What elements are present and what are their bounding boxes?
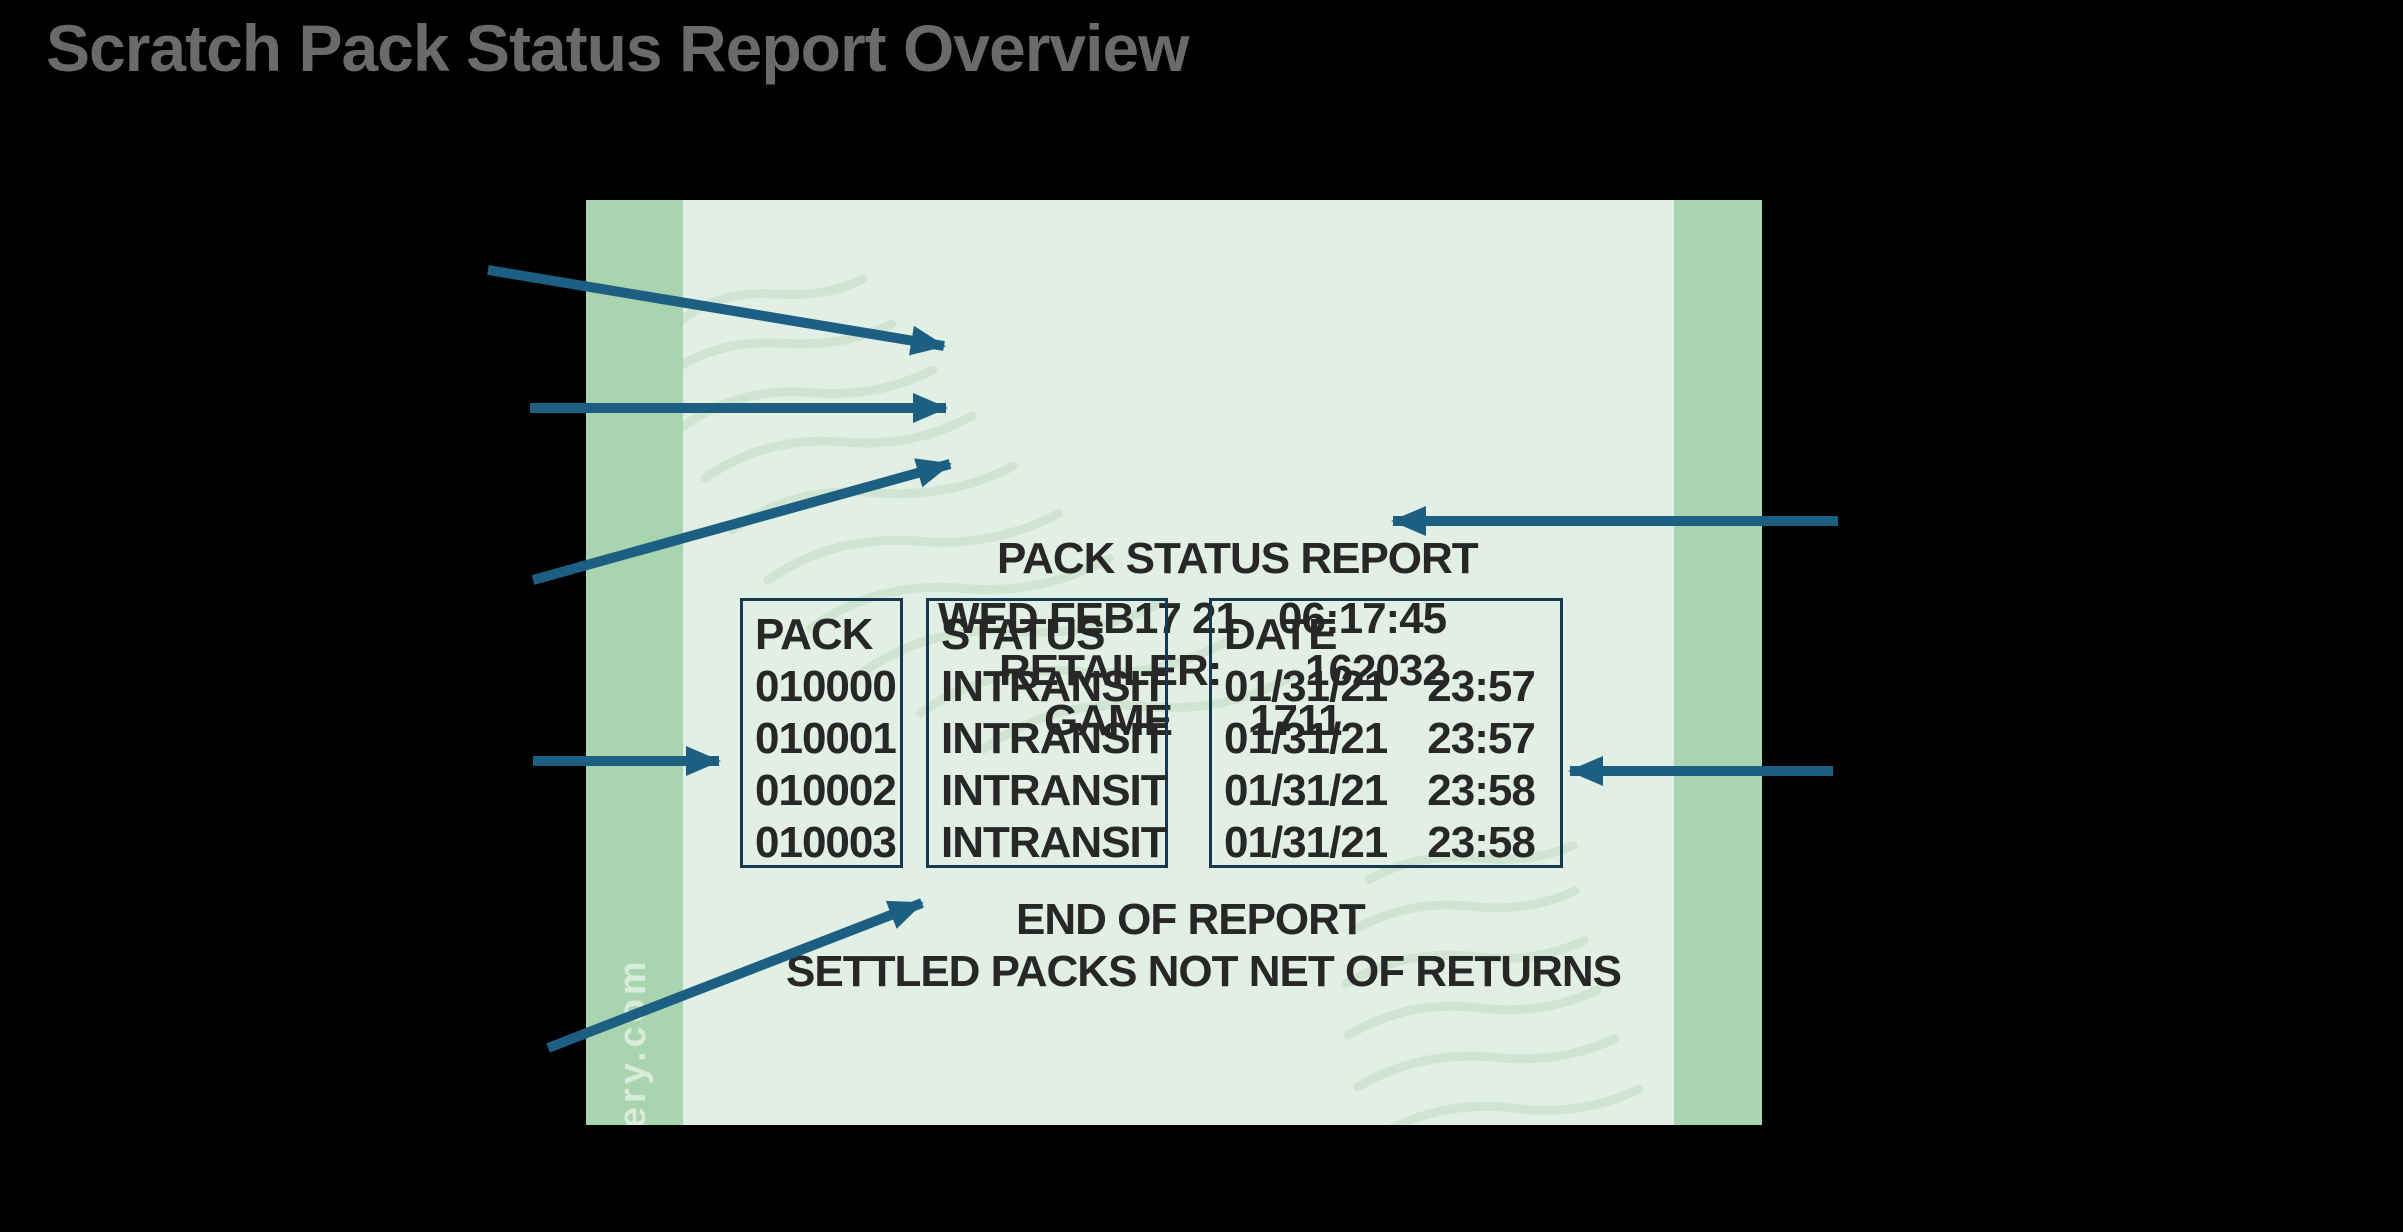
date-cell: 01/31/21 23:58	[1224, 817, 1560, 869]
game-number: 1711	[1250, 696, 1342, 745]
retailer-label: RETAILER:	[999, 646, 1222, 695]
receipt-right-band: wclottery.com	[1674, 200, 1762, 1125]
report-date: WED FEB17 21	[938, 594, 1240, 643]
report-title: PACK STATUS REPORT	[997, 534, 1479, 583]
status-cell: INTRANSIT	[941, 766, 1168, 815]
date-cell: 01/31/21 23:57	[1224, 713, 1560, 765]
time-value: 23:57	[1427, 662, 1536, 711]
receipt-left-band: wclottery.com	[586, 200, 683, 1125]
status-column-header: STATUS	[941, 610, 1105, 659]
date-value: 01/31/21	[1224, 818, 1388, 867]
pack-cell: 010003	[755, 818, 897, 867]
game-label: GAME	[1044, 696, 1173, 745]
time-value: 23:58	[1427, 766, 1536, 815]
pack-cell: 010000	[755, 662, 897, 711]
retailer-number: 162032	[1305, 646, 1447, 695]
pack-cell: 010001	[755, 714, 897, 763]
date-value: 01/31/21	[1224, 766, 1388, 815]
date-cell: 01/31/21 23:58	[1224, 765, 1560, 817]
end-of-report-line: END OF REPORT	[1016, 895, 1366, 944]
report-time: 06:17:45	[1278, 594, 1447, 643]
status-cell: INTRANSIT	[941, 714, 1168, 763]
date-cell: 01/31/21 23:57	[1224, 661, 1560, 713]
brand-url-left: wclottery.com	[612, 957, 654, 1125]
receipt: wclottery.com wclottery.com	[586, 200, 1762, 1125]
pack-column-box: PACK 010000 010001 010002 010003	[740, 598, 903, 868]
status-cell: INTRANSIT	[941, 818, 1168, 867]
date-value: 01/31/21	[1224, 662, 1388, 711]
status-column-box: STATUS INTRANSIT INTRANSIT INTRANSIT INT…	[926, 598, 1168, 868]
time-value: 23:58	[1427, 818, 1536, 867]
page-title: Scratch Pack Status Report Overview	[46, 11, 1189, 85]
date-column-box: DATE 01/31/21 23:57 01/31/21 23:57 01/31…	[1209, 598, 1563, 868]
time-value: 23:57	[1427, 714, 1536, 763]
pack-cell: 010002	[755, 766, 897, 815]
date-value: 01/31/21	[1224, 714, 1388, 763]
status-cell: INTRANSIT	[941, 662, 1168, 711]
date-column-header: DATE	[1224, 610, 1338, 659]
settled-packs-note: SETTLED PACKS NOT NET OF RETURNS	[786, 947, 1622, 996]
pack-column-header: PACK	[755, 610, 873, 659]
